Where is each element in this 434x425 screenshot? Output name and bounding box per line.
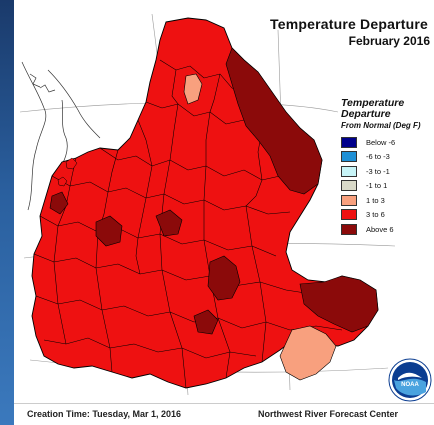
legend-swatch (341, 151, 357, 163)
legend-label: -6 to -3 (366, 152, 390, 162)
region-above-6-mid (155, 209, 183, 237)
basin-line (35, 295, 343, 331)
region-above-6-north (225, 47, 323, 195)
legend-label: 1 to 3 (366, 195, 385, 205)
islands (57, 157, 78, 187)
legend-items: Below -6 -6 to -3 -3 to -1 -1 to 1 1 to 3 3 t… (341, 135, 434, 237)
basin-line (203, 73, 231, 379)
region-above-6-west (95, 215, 123, 247)
map-title: Temperature Departure (270, 16, 428, 32)
range-1-to-3-regions (183, 73, 337, 381)
legend-item: 1 to 3 (341, 193, 434, 208)
region-above-6-south (193, 309, 219, 335)
side-band (0, 0, 14, 425)
region-above-6-coast (49, 191, 69, 215)
legend-subtitle: From Normal (Deg F) (341, 121, 421, 130)
creation-time: Creation Time: Tuesday, Mar 1, 2016 (27, 409, 182, 419)
region-1-to-3-north (183, 73, 203, 105)
region-above-6-central (207, 255, 241, 301)
basin-line (39, 215, 277, 257)
legend-item: Above 6 (341, 222, 434, 237)
legend-label: -3 to -1 (366, 166, 390, 176)
basin-line (43, 337, 257, 359)
island (65, 157, 78, 170)
legend: Temperature Departure From Normal (Deg F… (341, 98, 434, 237)
coastline-segment (39, 84, 56, 93)
legend-swatch (341, 194, 357, 206)
basin-line (159, 69, 187, 389)
legend-swatch (341, 180, 357, 192)
above-6-regions (49, 47, 379, 335)
legend-label: Above 6 (366, 224, 394, 234)
legend-title: Temperature Departure (341, 97, 405, 120)
legend-swatch (341, 209, 357, 221)
island (57, 176, 68, 187)
basin-line (53, 157, 77, 345)
forecast-center: Northwest River Forecast Center (258, 409, 399, 419)
basin-line (245, 129, 267, 363)
region-1-to-3-southeast (279, 325, 337, 381)
coastline-segment (47, 69, 101, 139)
legend-item: -3 to -1 (341, 164, 434, 179)
legend-swatch (341, 223, 357, 235)
legend-item: 3 to 6 (341, 208, 434, 223)
map-subtitle: February 2016 (348, 34, 430, 48)
logo-gull (394, 378, 426, 396)
legend-swatch (341, 136, 357, 148)
legend-label: 3 to 6 (366, 210, 385, 220)
legend-item: Below -6 (341, 135, 434, 150)
noaa-logo-icon: NOAA (388, 358, 432, 402)
legend-label: Below -6 (366, 137, 396, 147)
legend-label: -1 to 1 (366, 181, 388, 191)
logo-text: NOAA (401, 382, 419, 388)
basin-line (135, 119, 153, 275)
coastline-segment (29, 73, 41, 88)
legend-swatch (341, 165, 357, 177)
legend-item: -1 to 1 (341, 179, 434, 194)
logo-wing (398, 372, 422, 380)
coastline-segment (21, 61, 47, 211)
basin-line (99, 147, 301, 185)
region-above-6-east (299, 275, 379, 333)
legend-item: -6 to -3 (341, 150, 434, 165)
